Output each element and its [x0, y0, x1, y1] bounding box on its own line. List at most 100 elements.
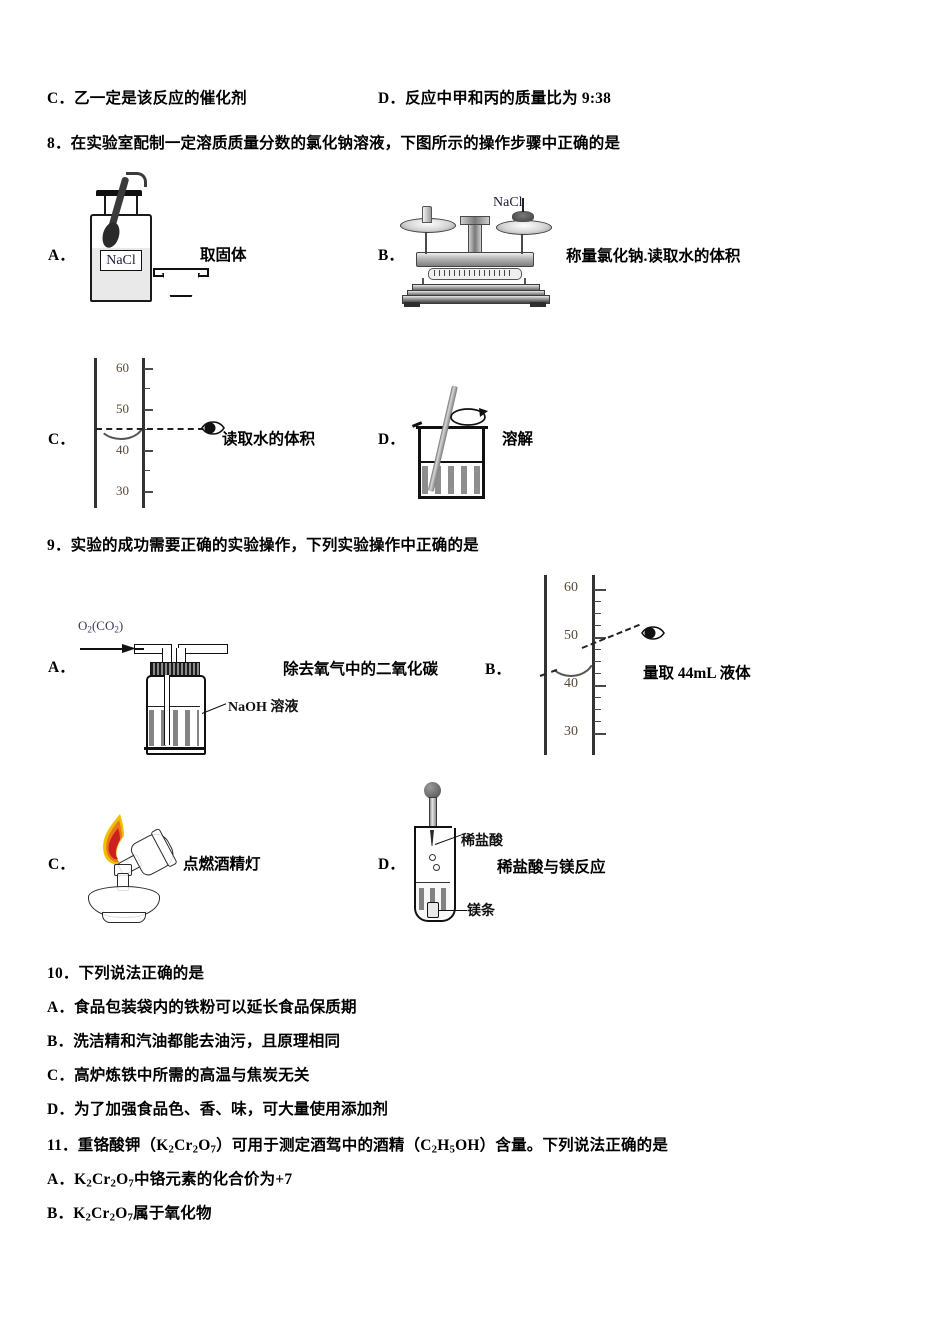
cylinder-tick-label-60: 60: [116, 360, 129, 375]
balance-column-top: [460, 216, 490, 225]
q7-option-d: D．反应中甲和丙的质量比为 9:38: [378, 88, 611, 110]
q8-option-d-caption: 溶解: [502, 431, 534, 448]
pipette-bulb: [424, 782, 441, 799]
cylinder2-tick-30: [594, 733, 606, 735]
q7-option-c-text: 乙一定是该反应的催化剂: [74, 90, 247, 107]
q9-option-d-caption: 稀盐酸与镁反应: [497, 859, 606, 876]
gas-inlet-arrow-icon: [122, 644, 136, 653]
cylinder-tick-label-30: 30: [116, 483, 129, 498]
q8-option-b-label: B．: [378, 247, 404, 264]
spoon-hook: [126, 172, 147, 187]
q7-option-c-label: C．: [47, 90, 75, 107]
q10-number: 10．: [47, 965, 79, 982]
gas-inlet-formula: O2(CO2): [78, 618, 123, 634]
cylinder2-right-wall: [592, 575, 595, 755]
q11-stem-sub5: 5: [449, 1143, 456, 1156]
q11-option-b-text: 属于氧化物: [133, 1205, 212, 1222]
q9-stem: 9．实验的成功需要正确的实验操作，下列实验操作中正确的是: [47, 535, 479, 557]
cylinder2-minor-6: [594, 673, 601, 675]
cylinder2-minor-8: [594, 709, 601, 711]
pipette-tip: [430, 830, 434, 846]
balance-leg-right: [524, 278, 526, 288]
gas-formula-close: ): [118, 618, 124, 633]
gas-tube-long-down: [162, 648, 172, 664]
q11-stem-part1: 重铬酸钾（K: [77, 1137, 169, 1154]
q10-option-a-text: 食品包装袋内的铁粉可以延长食品保质期: [74, 999, 357, 1016]
q10-stem: 10．下列说法正确的是: [47, 963, 204, 985]
figure-alcohol-lamp-lighting: [78, 808, 208, 928]
figure-gas-washing-bottle: O2(CO2) NaOH 溶液: [78, 618, 298, 758]
gas-tube-bend-helper: [134, 648, 144, 650]
figure-balance-scale: NaCl: [398, 195, 558, 308]
q11-stem-sub3: 7: [210, 1143, 217, 1156]
magnesium-label: 镁条: [467, 904, 495, 919]
q10-option-a-label: A．: [47, 999, 75, 1016]
q9-option-b-caption: 量取 44mL 液体: [643, 665, 751, 682]
cylinder-tick-60: [144, 368, 153, 370]
q11-stem-part2: Cr: [174, 1137, 193, 1154]
q10-option-a: A．食品包装袋内的铁粉可以延长食品保质期: [47, 997, 357, 1019]
q9-option-b-label: B．: [485, 661, 511, 678]
cylinder2-meniscus: [547, 657, 595, 677]
balance-base-3: [402, 295, 550, 304]
q8-stem: 8．在实验室配制一定溶质质量分数的氯化钠溶液，下图所示的操作步骤中正确的是: [47, 133, 620, 155]
cylinder2-minor-7: [594, 697, 601, 699]
cylinder2-tick-40: [594, 685, 606, 687]
beaker-liquid-surface: [420, 461, 483, 463]
q7-option-d-label: D．: [378, 90, 406, 107]
q10-option-b: B．洗洁精和汽油都能去油污，且原理相同: [47, 1031, 340, 1053]
flame-icon: [103, 814, 124, 865]
q9-stem-text: 实验的成功需要正确的实验操作，下列实验操作中正确的是: [70, 537, 479, 554]
figure-reagent-bottle: NaCl: [78, 172, 213, 303]
cylinder-right-wall: [142, 358, 145, 508]
upright-lamp-foot: [102, 912, 146, 923]
q11-stem-part6: OH）含量。下列说法正确的是: [455, 1137, 669, 1154]
q8-option-b-caption: 称量氯化钠.读取水的体积: [566, 248, 741, 265]
cylinder-tick-30: [144, 491, 153, 493]
gas-bottle-inner-tube: [164, 675, 170, 745]
magnesium-leader-line: [439, 910, 467, 911]
q7-option-c: C．乙一定是该反应的催化剂: [47, 88, 247, 110]
balance-left-support: [425, 226, 427, 254]
q10-option-d-label: D．: [47, 1101, 75, 1118]
balance-right-pan: [496, 220, 552, 235]
eye-icon: [201, 421, 225, 435]
gas-bottle-liquid-hatch: [149, 710, 199, 746]
q8-option-a-caption: 取固体: [200, 247, 247, 264]
q10-option-d: D．为了加强食品色、香、味，可大量使用添加剂: [47, 1099, 388, 1121]
q11-option-a-text: 中铬元素的化合价为+7: [133, 1171, 293, 1188]
cylinder2-minor-5: [594, 661, 601, 663]
cylinder2-minor-9: [594, 721, 601, 723]
balance-salt-heap: [512, 211, 534, 222]
gas-inlet-arrow-shaft: [80, 648, 126, 650]
cylinder2-minor-3: [594, 625, 601, 627]
q8-option-c-label: C．: [48, 431, 75, 448]
balance-salt-pointer: [522, 198, 524, 212]
q9-number: 9．: [47, 537, 71, 554]
q10-option-b-label: B．: [47, 1033, 74, 1050]
q11-stem-sub4: 2: [431, 1143, 438, 1156]
balance-weight: [422, 206, 432, 223]
q8-stem-text: 在实验室配制一定溶质质量分数的氯化钠溶液，下图所示的操作步骤中正确的是: [70, 135, 621, 152]
cylinder2-left-wall: [544, 575, 547, 755]
balance-foot-left: [404, 302, 420, 307]
cylinder-tick-50: [144, 409, 153, 411]
q10-option-c-label: C．: [47, 1067, 75, 1084]
q11-option-a-label: A．: [47, 1171, 75, 1188]
cylinder-tick-label-50: 50: [116, 401, 129, 416]
q11-stem-sub1: 2: [168, 1143, 175, 1156]
cylinder2-tick-50: [594, 637, 606, 639]
q11-stem-part4: ）可用于测定酒驾中的酒精（C: [216, 1137, 432, 1154]
gas-formula-sub2: 2: [114, 624, 119, 635]
test-tube-rim: [414, 826, 452, 829]
naoh-solution-label: NaOH 溶液: [228, 700, 299, 715]
q10-option-d-text: 为了加强食品色、香、味，可大量使用添加剂: [74, 1101, 389, 1118]
bubble-2: [433, 864, 440, 871]
bottle-nacl-label: NaCl: [100, 250, 142, 271]
sight-line-angled: [581, 623, 640, 649]
beaker-rim: [416, 426, 488, 429]
figure-graduated-cylinder-angled: 60 50 40 30: [539, 575, 670, 760]
magnesium-strip: [427, 902, 439, 918]
cylinder-tick-label-40: 40: [116, 442, 129, 457]
